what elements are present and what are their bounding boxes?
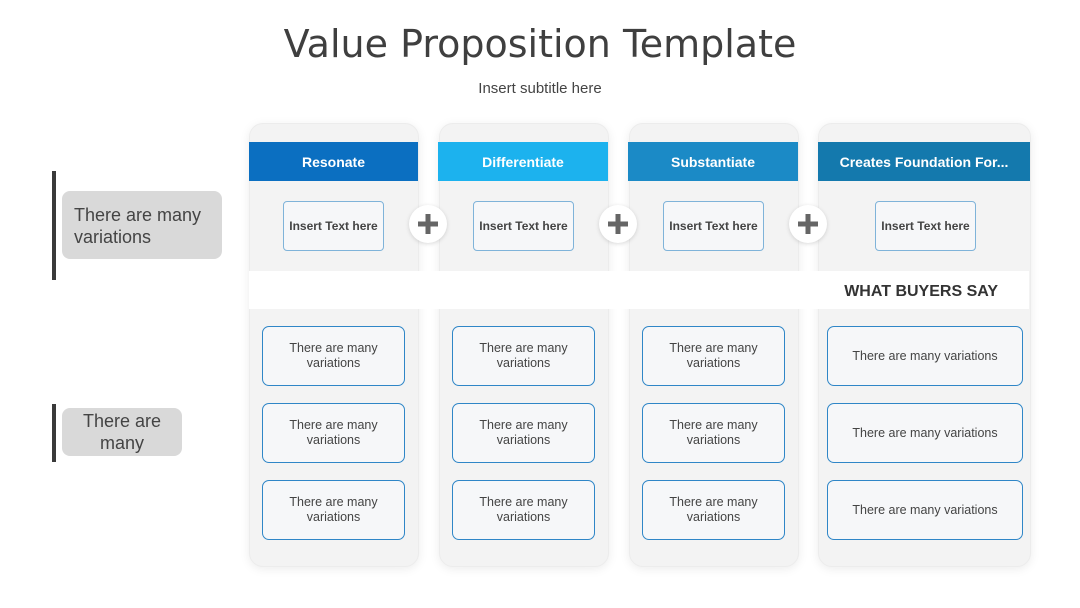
column-header-differentiate: Differentiate — [438, 142, 608, 181]
what-buyers-say-label: WHAT BUYERS SAY — [844, 283, 998, 300]
insert-text-box[interactable]: Insert Text here — [663, 201, 764, 251]
variation-cell[interactable]: There are many variations — [827, 403, 1023, 463]
column-header-resonate: Resonate — [249, 142, 418, 181]
variation-cell[interactable]: There are many variations — [452, 480, 595, 540]
variation-cell[interactable]: There are many variations — [452, 403, 595, 463]
variation-cell[interactable]: There are many variations — [262, 326, 405, 386]
side-label-text: There are many variations — [74, 205, 202, 247]
plus-icon — [599, 205, 637, 243]
plus-icon — [409, 205, 447, 243]
variation-cell[interactable]: There are many variations — [262, 480, 405, 540]
side-label-bar — [52, 171, 56, 280]
insert-text-box[interactable]: Insert Text here — [283, 201, 384, 251]
column-header-creates-foundation: Creates Foundation For... — [818, 142, 1030, 181]
page-subtitle: Insert subtitle here — [478, 80, 602, 97]
variation-cell[interactable]: There are many variations — [262, 403, 405, 463]
what-buyers-say-band — [249, 271, 1029, 309]
side-label-box: There are many — [62, 408, 182, 456]
variation-cell[interactable]: There are many variations — [642, 480, 785, 540]
plus-icon — [789, 205, 827, 243]
insert-text-box[interactable]: Insert Text here — [875, 201, 976, 251]
page-title: Value Proposition Template — [283, 22, 797, 66]
variation-cell[interactable]: There are many variations — [642, 326, 785, 386]
variation-cell[interactable]: There are many variations — [452, 326, 595, 386]
variation-cell[interactable]: There are many variations — [827, 326, 1023, 386]
insert-text-box[interactable]: Insert Text here — [473, 201, 574, 251]
column-header-substantiate: Substantiate — [628, 142, 798, 181]
side-label-box: There are many variations — [62, 191, 222, 259]
side-label-text: There are many — [82, 411, 162, 453]
variation-cell[interactable]: There are many variations — [827, 480, 1023, 540]
variation-cell[interactable]: There are many variations — [642, 403, 785, 463]
side-label-bar — [52, 404, 56, 462]
